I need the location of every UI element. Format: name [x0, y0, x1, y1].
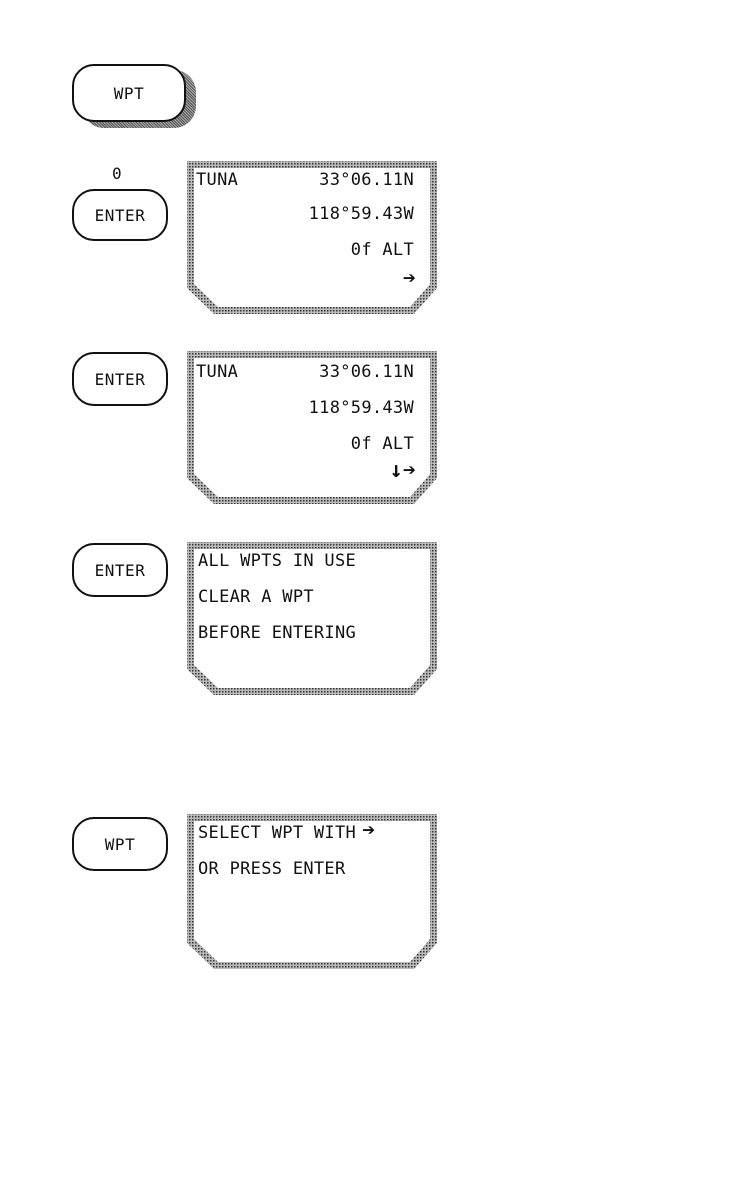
wpt-key-step4[interactable]: WPT [72, 817, 168, 871]
wpt-key-top[interactable]: WPT [72, 64, 186, 122]
waypoint-name: TUNA [196, 362, 238, 382]
enter-key-number-label: 0 [112, 164, 122, 183]
wpt-key-top-label: WPT [114, 84, 144, 103]
latitude: 33°06.11N [319, 362, 414, 382]
enter-key-step1[interactable]: ENTER [72, 189, 168, 241]
enter-key-step2-label: ENTER [95, 370, 146, 389]
display-screen-step1: TUNA 33°06.11N 118°59.43W 0f ALT ➔ [186, 160, 438, 315]
longitude: 118°59.43W [309, 398, 414, 418]
display-screen-step3: ALL WPTS IN USE CLEAR A WPT BEFORE ENTER… [186, 541, 438, 696]
message-line-3: BEFORE ENTERING [198, 623, 356, 643]
altitude: 0f ALT [351, 434, 414, 454]
right-arrow-icon: ➔ [403, 266, 416, 291]
message-line-1: SELECT WPT WITH [198, 823, 356, 843]
display-screen-step2: TUNA 33°06.11N 118°59.43W 0f ALT ↓➔ [186, 350, 438, 505]
enter-key-step3-label: ENTER [95, 561, 146, 580]
enter-key-step3[interactable]: ENTER [72, 543, 168, 597]
wpt-key-step4-label: WPT [105, 835, 135, 854]
message-line-2: CLEAR A WPT [198, 587, 314, 607]
enter-key-step2[interactable]: ENTER [72, 352, 168, 406]
message-line-2: OR PRESS ENTER [198, 859, 346, 879]
display-screen-step4: SELECT WPT WITH ➔ OR PRESS ENTER [186, 813, 438, 970]
waypoint-name: TUNA [196, 170, 238, 190]
down-right-arrow-icon: ↓➔ [390, 458, 417, 483]
altitude: 0f ALT [351, 240, 414, 260]
longitude: 118°59.43W [309, 204, 414, 224]
latitude: 33°06.11N [319, 170, 414, 190]
message-line-1: ALL WPTS IN USE [198, 551, 356, 571]
enter-key-step1-label: ENTER [95, 206, 146, 225]
right-arrow-icon: ➔ [362, 818, 375, 843]
